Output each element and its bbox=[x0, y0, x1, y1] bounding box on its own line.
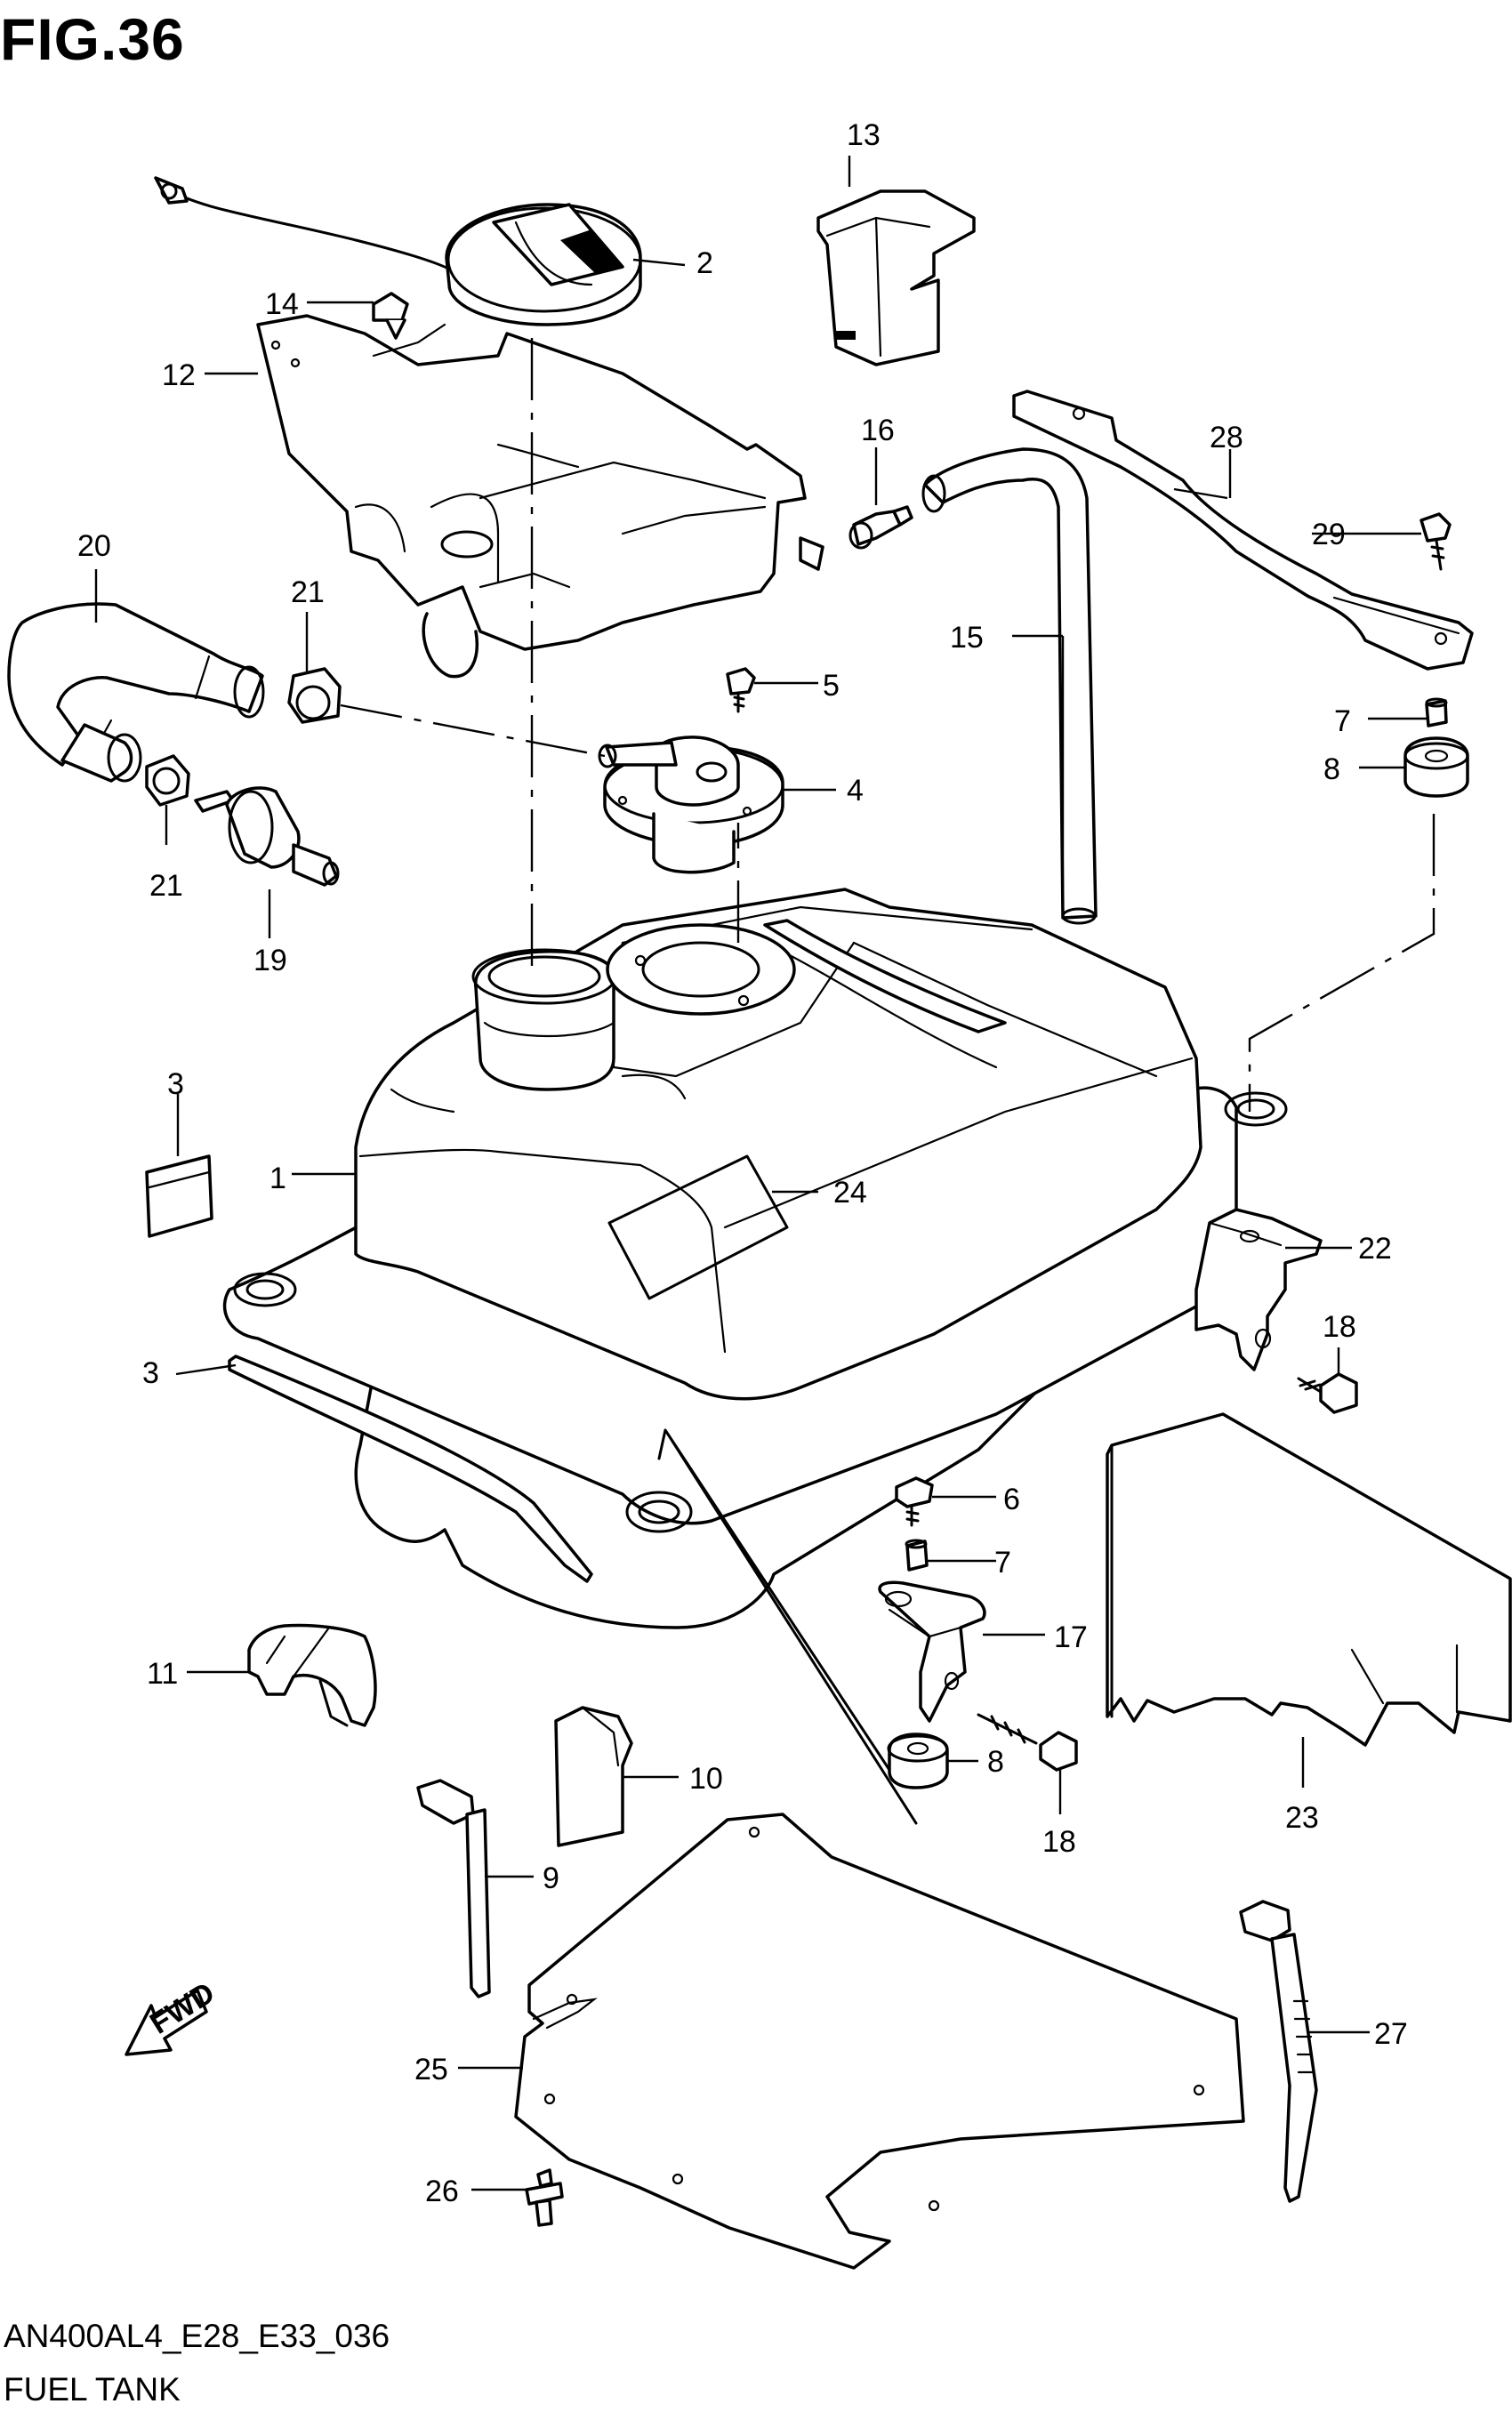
callout-27: 27 bbox=[1374, 2017, 1408, 2051]
callout-28: 28 bbox=[1210, 421, 1243, 454]
part-20-hose bbox=[7, 602, 265, 783]
part-14-clip bbox=[372, 292, 409, 340]
figure-title: FIG.36 bbox=[0, 6, 185, 72]
callout-5: 5 bbox=[823, 669, 840, 703]
part-21-clamp-lower bbox=[145, 754, 190, 807]
part-7-collar-lower bbox=[905, 1539, 929, 1572]
callout-8-upper: 8 bbox=[1323, 752, 1340, 786]
part-25-under-cover bbox=[514, 1813, 1245, 2270]
footer-assembly-name: FUEL TANK bbox=[4, 2371, 181, 2408]
part-19-filter bbox=[194, 786, 340, 887]
part-27-cable-tie bbox=[1239, 1900, 1318, 2203]
part-9-cable-tie bbox=[416, 1779, 491, 1998]
part-13-cover bbox=[816, 189, 976, 366]
part-12-tray bbox=[256, 314, 824, 679]
callout-9: 9 bbox=[543, 1861, 559, 1895]
callout-21-upper: 21 bbox=[291, 575, 325, 609]
part-17-bracket bbox=[878, 1580, 986, 1723]
part-18-bolt-lower bbox=[977, 1713, 1078, 1772]
part-18-bolt-upper bbox=[1297, 1372, 1358, 1414]
alignment-lines bbox=[340, 338, 1436, 1112]
callout-17: 17 bbox=[1054, 1620, 1088, 1654]
part-3-pad-strip bbox=[228, 1355, 593, 1583]
callout-25: 25 bbox=[414, 2053, 448, 2086]
callout-29: 29 bbox=[1312, 518, 1346, 551]
callout-16: 16 bbox=[861, 414, 895, 447]
footer-diagram-code: AN400AL4_E28_E33_036 bbox=[4, 2318, 390, 2354]
callout-18-lower: 18 bbox=[1042, 1825, 1076, 1859]
callout-2: 2 bbox=[696, 246, 713, 280]
part-28-bracket bbox=[1012, 390, 1474, 671]
callout-21-lower: 21 bbox=[149, 869, 183, 903]
callout-12: 12 bbox=[162, 358, 196, 392]
part-3-small-pad bbox=[145, 1154, 213, 1238]
callout-19: 19 bbox=[253, 944, 287, 977]
part-21-clamp-upper bbox=[287, 667, 342, 724]
part-23-heat-shield bbox=[1106, 1412, 1512, 1747]
part-6-bolt bbox=[895, 1476, 934, 1527]
callout-13: 13 bbox=[847, 118, 881, 152]
part-4-fuel-pump bbox=[598, 736, 784, 874]
part-8-grommet-lower bbox=[887, 1733, 949, 1789]
callout-4: 4 bbox=[847, 774, 864, 808]
part-5-bolt bbox=[726, 667, 756, 713]
part-11-cushion bbox=[247, 1623, 377, 1727]
callout-7-lower: 7 bbox=[994, 1546, 1011, 1580]
callout-14: 14 bbox=[265, 287, 299, 321]
part-10-pad bbox=[554, 1706, 633, 1847]
callout-3-strip: 3 bbox=[142, 1356, 159, 1390]
callout-10: 10 bbox=[689, 1762, 723, 1796]
callout-6: 6 bbox=[1003, 1483, 1020, 1516]
part-22-bracket bbox=[1194, 1208, 1323, 1371]
part-29-bolt bbox=[1420, 512, 1452, 571]
callout-numbers: 1 2 3 3 4 5 6 7 7 8 8 9 10 11 12 13 14 1… bbox=[77, 118, 1408, 2208]
fwd-label: FWD bbox=[144, 1976, 221, 2041]
callout-3-pad: 3 bbox=[167, 1067, 184, 1101]
callout-20: 20 bbox=[77, 529, 111, 563]
leader-lines bbox=[94, 156, 1427, 2191]
part-26-rivet bbox=[525, 2168, 564, 2227]
callout-11: 11 bbox=[147, 1657, 178, 1691]
callout-1: 1 bbox=[269, 1162, 286, 1195]
callout-24: 24 bbox=[833, 1176, 867, 1210]
callout-18-upper: 18 bbox=[1323, 1310, 1356, 1344]
part-15-breather-hose bbox=[921, 447, 1098, 925]
callout-7-upper: 7 bbox=[1334, 704, 1351, 738]
part-1-fuel-tank bbox=[222, 888, 1288, 1629]
part-8-grommet-upper bbox=[1403, 736, 1469, 798]
callout-26: 26 bbox=[425, 2175, 459, 2208]
part-16-fitting bbox=[848, 505, 913, 550]
part-7-collar-upper bbox=[1425, 697, 1448, 728]
part-2-filler-cap bbox=[154, 176, 642, 326]
fwd-arrow: FWD bbox=[125, 1976, 221, 2056]
callout-15: 15 bbox=[950, 621, 984, 655]
callout-23: 23 bbox=[1285, 1801, 1319, 1835]
pointer-lines bbox=[657, 1428, 918, 1825]
callout-22: 22 bbox=[1358, 1232, 1392, 1266]
callout-8-lower: 8 bbox=[987, 1745, 1004, 1779]
